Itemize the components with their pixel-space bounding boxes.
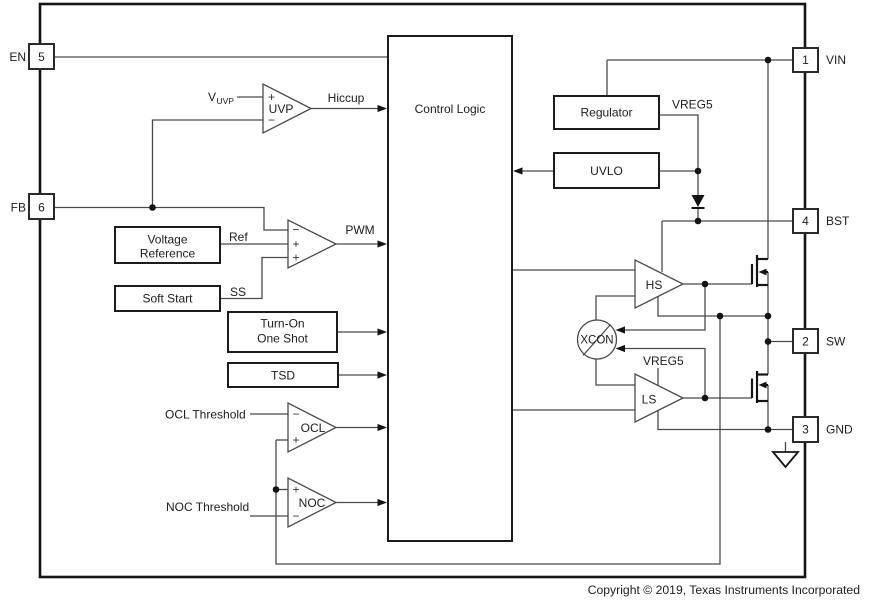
signal-labels: V UVP Hiccup PWM Ref SS VREG5 VREG5 OCL …	[165, 90, 713, 514]
vreg5-label-top: VREG5	[672, 98, 713, 112]
xcon-slash	[582, 324, 611, 356]
pin-vin: 1 VIN	[792, 47, 846, 73]
voltage-reference-label-line1: Voltage	[147, 233, 187, 247]
uvp-plus-sign: +	[268, 90, 275, 104]
ref-label: Ref	[229, 230, 248, 244]
regulator-block: Regulator	[553, 95, 660, 130]
pwm-plus-sign-1: +	[292, 237, 299, 251]
hs-driver: HS	[634, 258, 685, 310]
pin-sw-number: 2	[802, 335, 809, 349]
ls-mosfet	[750, 371, 768, 403]
uvp-label: UVP	[269, 102, 294, 116]
wires	[54, 56, 793, 565]
wire-xcon-to-hs	[595, 295, 635, 320]
voltage-reference-label-line2: Reference	[140, 247, 196, 261]
tsd-block: TSD	[227, 362, 339, 388]
soft-start-block: Soft Start	[114, 285, 221, 312]
turn-on-one-shot-block: Turn-On One Shot	[227, 311, 338, 353]
pin-bst-number: 4	[802, 214, 809, 228]
noc-threshold-label: NOC Threshold	[166, 500, 249, 514]
wire-ls-to-xcon	[618, 347, 706, 398]
wire-ss	[220, 256, 288, 300]
wire-xcon-to-ls	[595, 359, 635, 386]
wire-ls-return-gnd	[657, 411, 793, 431]
pin-en-label: EN	[9, 50, 26, 64]
pin-bst-label: BST	[826, 214, 850, 228]
pwm-plus-sign-2: +	[292, 251, 299, 265]
wire-fb-to-pwm	[54, 206, 288, 231]
wire-hs-to-xcon	[618, 284, 706, 331]
pin-gnd: 3 GND	[792, 416, 853, 443]
ocl-minus-sign: −	[292, 407, 299, 421]
wire-fb-to-uvp	[151, 119, 263, 208]
pin-vin-number: 1	[802, 53, 809, 67]
control-logic-block: Control Logic	[387, 35, 513, 542]
ls-driver-label: LS	[642, 393, 657, 407]
uvp-minus-sign: −	[268, 113, 275, 127]
wire-hs-return	[657, 297, 768, 317]
wire-current-sense	[275, 316, 721, 565]
noc-plus-sign: +	[292, 483, 299, 497]
voltage-reference-block: Voltage Reference	[114, 226, 221, 264]
hs-mosfet-body-arrow	[758, 268, 767, 276]
vuvp-label-subscript: UVP	[217, 96, 235, 106]
junction-dots	[149, 56, 772, 493]
ocl-comparator: OCL − +	[287, 401, 338, 454]
arrowheads	[377, 104, 625, 507]
pin-en: 5 EN	[9, 43, 55, 70]
xcon-label: XCON	[580, 335, 613, 347]
ocl-threshold-label: OCL Threshold	[165, 408, 246, 422]
noc-minus-sign: −	[292, 509, 299, 523]
xcon-block: XCON	[576, 319, 618, 360]
ocl-plus-sign: +	[292, 433, 299, 447]
vreg5-label-ls: VREG5	[643, 354, 684, 368]
control-logic-label: Control Logic	[415, 102, 486, 116]
ocl-label: OCL	[301, 421, 326, 435]
uvlo-label: UVLO	[590, 164, 623, 178]
ls-driver: LS	[634, 372, 685, 424]
hs-driver-label: HS	[646, 278, 663, 292]
pin-fb-label: FB	[11, 201, 26, 215]
hs-mosfet	[750, 255, 768, 287]
copyright-notice: Copyright © 2019, Texas Instruments Inco…	[588, 583, 860, 597]
pin-gnd-label: GND	[826, 423, 853, 437]
regulator-label: Regulator	[580, 106, 632, 120]
noc-comparator: NOC + −	[287, 476, 338, 529]
uvlo-block: UVLO	[553, 152, 660, 189]
pwm-label: PWM	[345, 223, 374, 237]
pwm-minus-sign: −	[292, 223, 299, 237]
pin-en-number: 5	[38, 50, 45, 64]
pwm-comparator: − + +	[287, 218, 338, 270]
ground-symbol	[771, 451, 800, 469]
pin-gnd-number: 3	[802, 423, 809, 437]
ls-mosfet-body-arrow	[758, 381, 767, 389]
vuvp-label-base: V	[208, 90, 216, 104]
ss-label: SS	[230, 285, 246, 299]
pin-sw-label: SW	[826, 335, 846, 349]
soft-start-label: Soft Start	[142, 292, 193, 306]
bst-diode	[691, 195, 705, 209]
hiccup-label: Hiccup	[328, 91, 365, 105]
uvp-comparator: UVP + −	[262, 82, 313, 135]
pin-fb: 6 FB	[11, 193, 55, 220]
tsd-label: TSD	[271, 369, 295, 383]
turn-on-label-line2: One Shot	[257, 332, 308, 346]
pin-sw: 2 SW	[792, 328, 846, 354]
pin-fb-number: 6	[38, 201, 45, 215]
noc-label: NOC	[299, 496, 326, 510]
pin-vin-label: VIN	[826, 53, 846, 67]
pin-bst: 4 BST	[792, 208, 850, 234]
turn-on-label-line1: Turn-On	[260, 317, 304, 331]
